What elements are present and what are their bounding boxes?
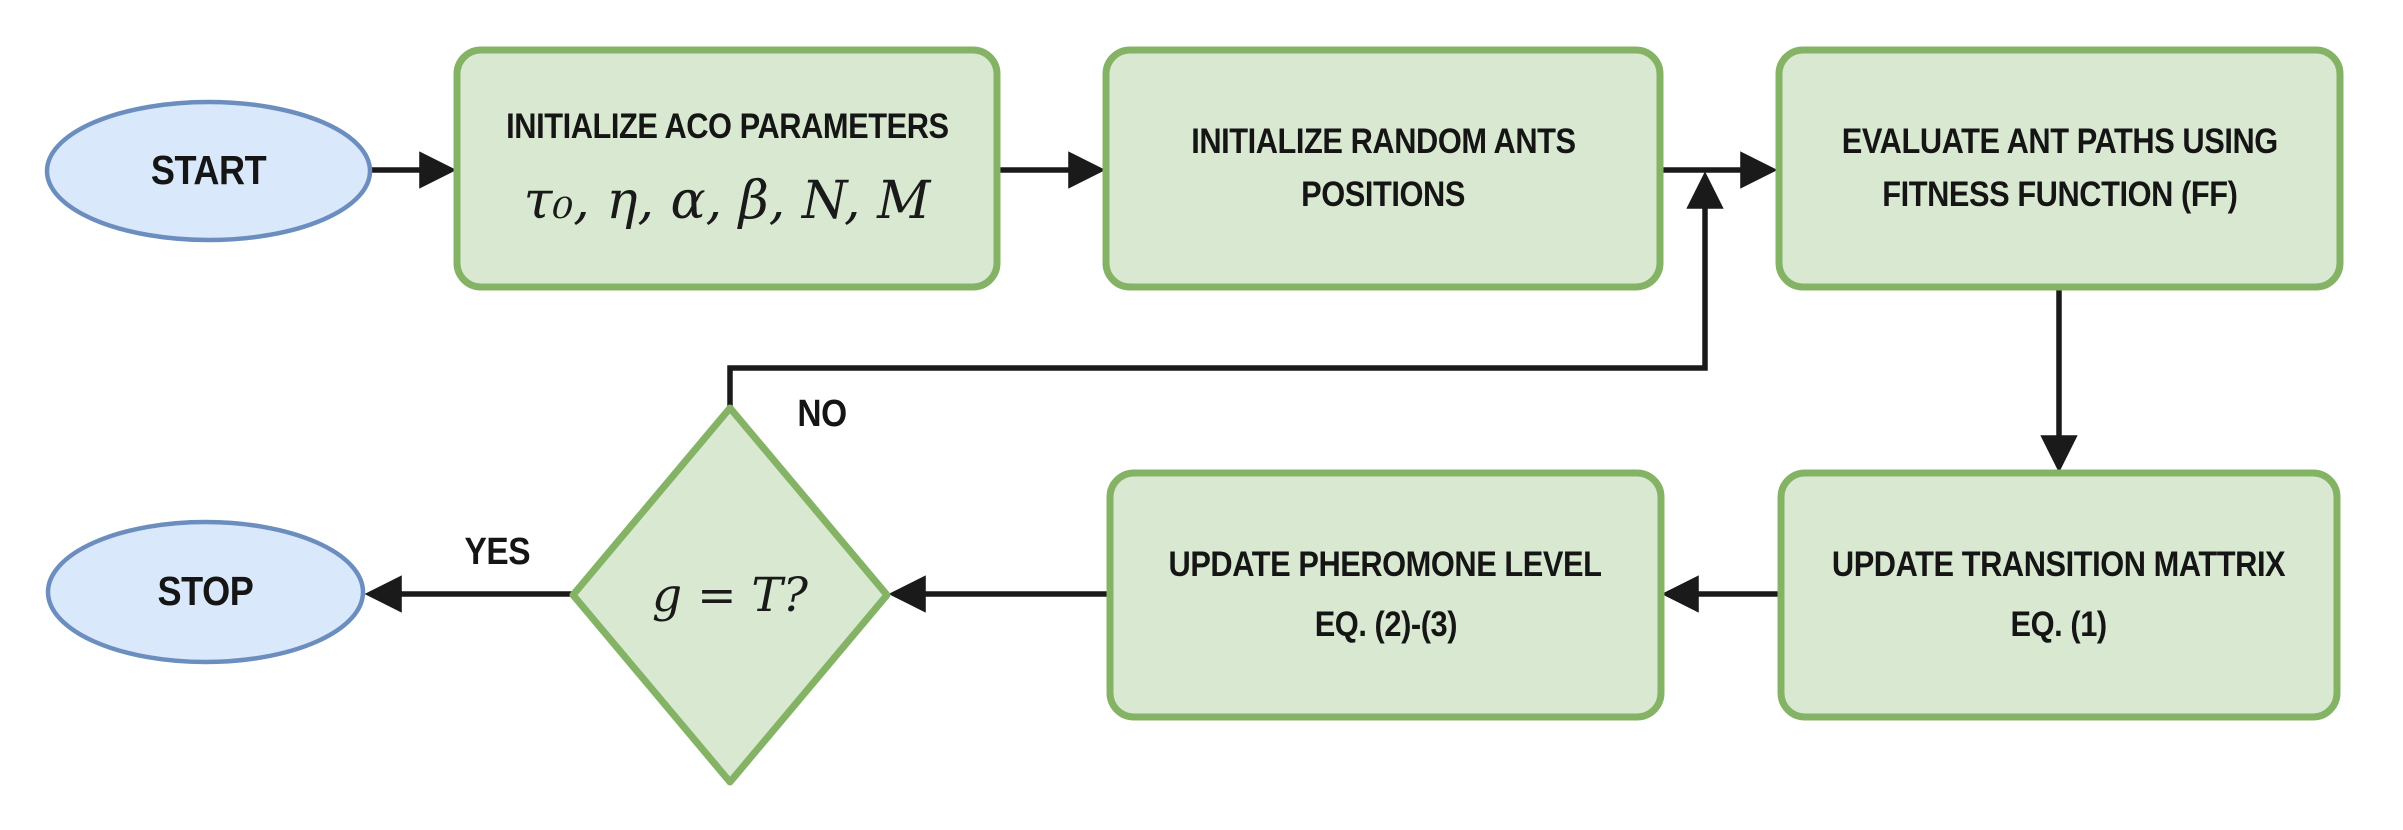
init-positions-box-shape (1102, 46, 1664, 291)
start-terminal-shape (44, 99, 373, 243)
update-pheromone-box-shape (1106, 469, 1665, 721)
edge-decision-no-loop (727, 171, 1724, 406)
init-params-box-shape (453, 46, 1001, 291)
decision-diamond-shape (569, 404, 891, 786)
evaluate-paths-box-shape (1775, 46, 2344, 291)
stop-terminal-shape (45, 519, 366, 665)
update-transition-box-shape (1777, 469, 2341, 721)
